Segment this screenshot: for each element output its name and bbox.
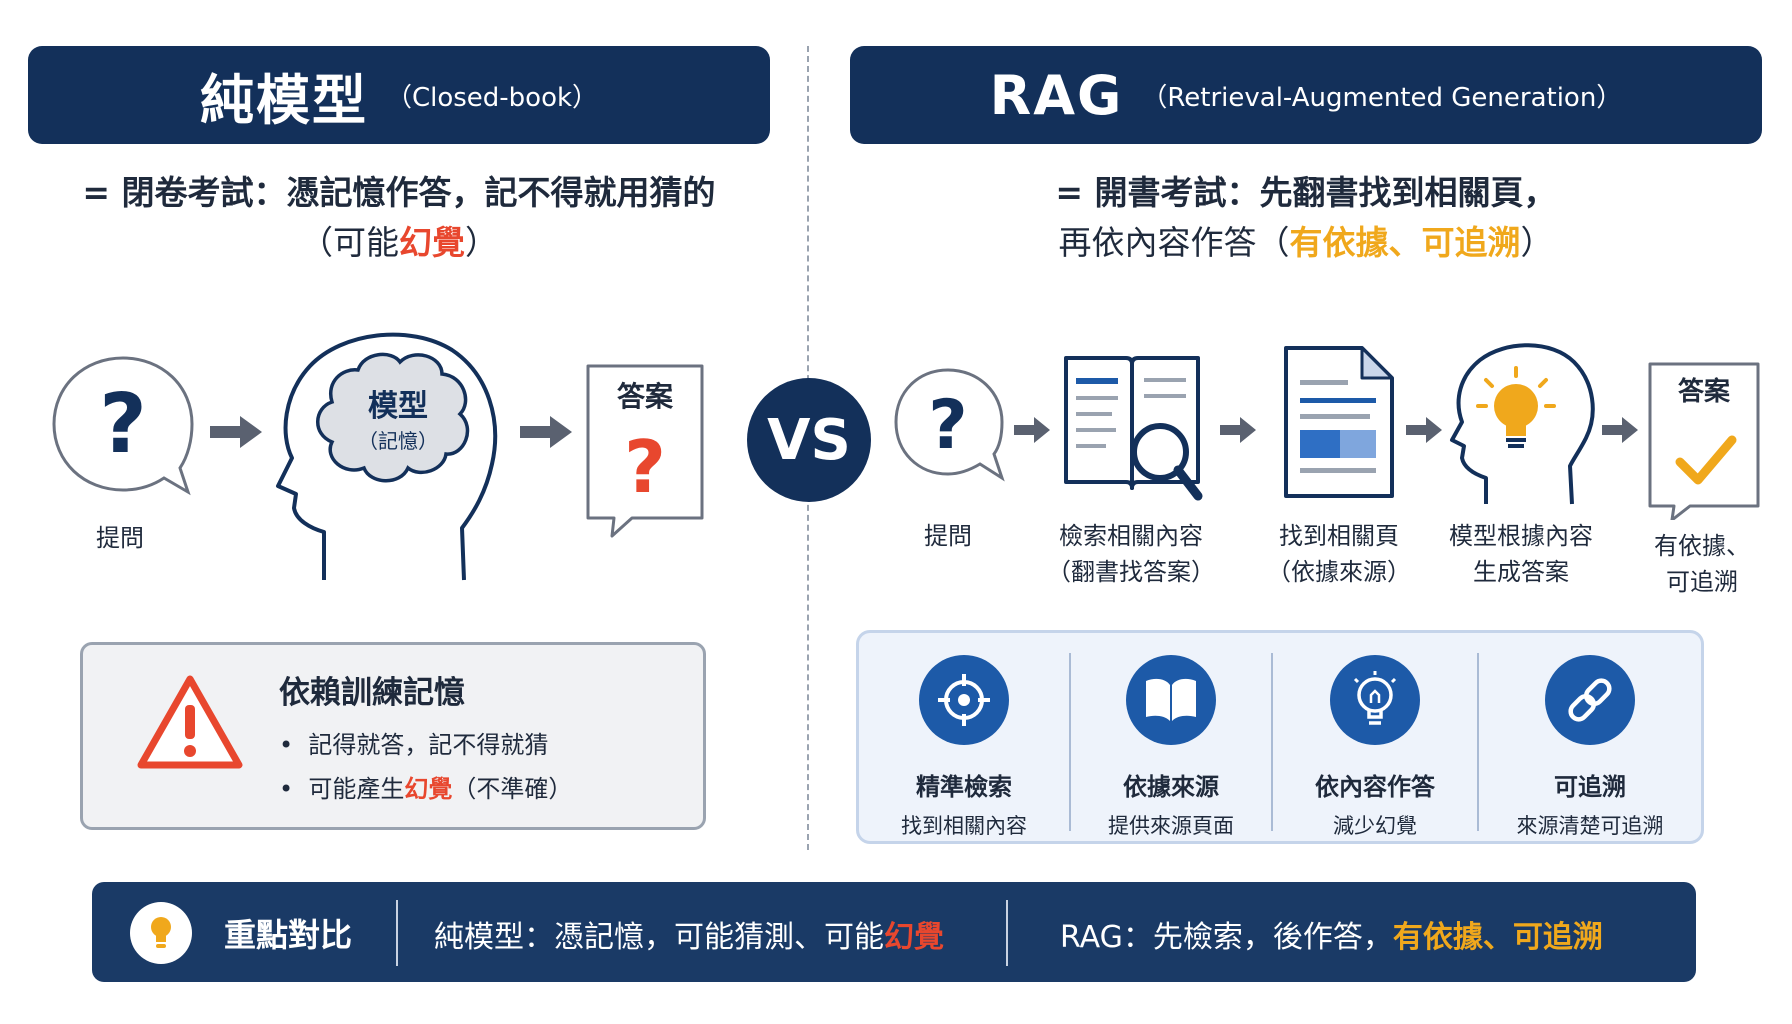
arrow-right-icon — [1014, 417, 1050, 443]
feature-desc: 提供來源頁面 — [1108, 814, 1234, 838]
answer-card-unknown-icon: 答案 ? — [586, 364, 704, 538]
left-header: 純模型 （Closed-book） — [28, 46, 770, 144]
feature-desc: 來源清楚可追溯 — [1516, 814, 1664, 838]
right-description: = 開書考試：先翻書找到相關頁， 再依內容作答（有依據、可追溯） — [850, 168, 1762, 268]
left-desc-line1: = 閉卷考試：憑記憶作答，記不得就用猜的 — [82, 173, 716, 212]
feature-source-based: 依據來源 提供來源頁面 — [1071, 633, 1271, 847]
lightbulb-icon — [1330, 655, 1420, 745]
right-answer-title: 答案 — [1678, 376, 1731, 407]
left-ask-label: 提問 — [96, 524, 144, 552]
lightbulb-icon — [130, 902, 192, 964]
answer-card-check-icon: 答案 — [1648, 362, 1760, 520]
feature-title: 依據來源 — [1123, 773, 1219, 801]
book-icon — [1126, 655, 1216, 745]
left-answer-title: 答案 — [617, 380, 674, 413]
summary-divider — [1006, 900, 1008, 966]
warning-box: 依賴訓練記憶 • 記得就答，記不得就猜 • 可能產生幻覺（不準確） — [80, 642, 706, 830]
warning-bullet-1: • 記得就答，記不得就猜 — [279, 731, 549, 759]
feature-title: 精準檢索 — [916, 773, 1012, 801]
vs-badge: VS — [747, 378, 871, 502]
document-page-icon — [1284, 346, 1394, 498]
warning-bullet-2: • 可能產生幻覺（不準確） — [279, 775, 573, 803]
left-answer-mark: ? — [624, 425, 666, 509]
target-icon — [919, 655, 1009, 745]
left-question-mark: ? — [99, 377, 147, 472]
left-description: = 閉卷考試：憑記憶作答，記不得就用猜的 （可能幻覺） — [28, 168, 770, 268]
feature-divider — [1477, 653, 1479, 831]
summary-bar: 重點對比 純模型：憑記憶，可能猜測、可能幻覺 RAG：先檢索，後作答，有依據、可… — [92, 882, 1696, 982]
arrow-right-icon — [1406, 417, 1442, 443]
left-desc-line2: （可能幻覺） — [300, 223, 498, 262]
left-header-title: 純模型 — [199, 68, 368, 132]
brain-title: 模型 — [368, 389, 428, 424]
feature-divider — [1069, 653, 1071, 831]
feature-traceable: 可追溯 來源清楚可追溯 — [1479, 633, 1701, 847]
feature-precise-retrieval: 精準檢索 找到相關內容 — [859, 633, 1069, 847]
warning-title: 依賴訓練記憶 — [279, 675, 465, 711]
summary-title: 重點對比 — [224, 916, 353, 954]
right-header-subtitle: （Retrieval-Augmented Generation） — [1141, 82, 1623, 113]
right-header-title: RAG — [989, 63, 1124, 127]
feature-desc: 減少幻覺 — [1333, 814, 1417, 838]
head-brain-icon: 模型 （記憶） — [276, 332, 498, 581]
summary-divider — [396, 900, 398, 966]
arrow-right-icon — [520, 416, 572, 448]
rag-features-box: 精準檢索 找到相關內容 依據來源 提供來源頁面 依內容作答 減少幻 — [856, 630, 1704, 844]
link-icon — [1545, 655, 1635, 745]
right-desc-line2: 再依內容作答（有依據、可追溯） — [1058, 223, 1554, 262]
summary-right: RAG：先檢索，後作答，有依據、可追溯 — [1060, 920, 1603, 955]
step3-label: 模型根據內容 生成答案 — [1449, 522, 1593, 586]
feature-desc: 找到相關內容 — [901, 814, 1027, 838]
summary-left: 純模型：憑記憶，可能猜測、可能幻覺 — [434, 920, 944, 955]
feature-divider — [1271, 653, 1273, 831]
question-bubble-icon: ? — [52, 356, 194, 496]
feature-title: 依內容作答 — [1315, 773, 1435, 801]
warning-triangle-icon — [137, 675, 243, 769]
right-desc-line1: = 開書考試：先翻書找到相關頁， — [1055, 173, 1557, 212]
right-answer-label: 有依據、 可追溯 — [1654, 532, 1750, 596]
right-question-mark: ? — [928, 386, 967, 465]
arrow-right-icon — [210, 416, 262, 448]
left-header-subtitle: （Closed-book） — [385, 82, 599, 113]
feature-content-answer: 依內容作答 減少幻覺 — [1273, 633, 1477, 847]
brain-subtitle: （記憶） — [358, 429, 438, 453]
head-lightbulb-icon — [1450, 343, 1595, 505]
right-header: RAG （Retrieval-Augmented Generation） — [850, 46, 1762, 144]
feature-title: 可追溯 — [1554, 773, 1626, 801]
arrow-right-icon — [1602, 417, 1638, 443]
step1-label: 檢索相關內容 （翻書找答案） — [1047, 522, 1215, 586]
step2-label: 找到相關頁 （依據來源） — [1267, 522, 1411, 586]
right-ask-label: 提問 — [924, 522, 972, 550]
arrow-right-icon — [1220, 417, 1256, 443]
question-bubble-icon: ? — [894, 368, 1005, 482]
book-search-icon — [1064, 356, 1203, 501]
